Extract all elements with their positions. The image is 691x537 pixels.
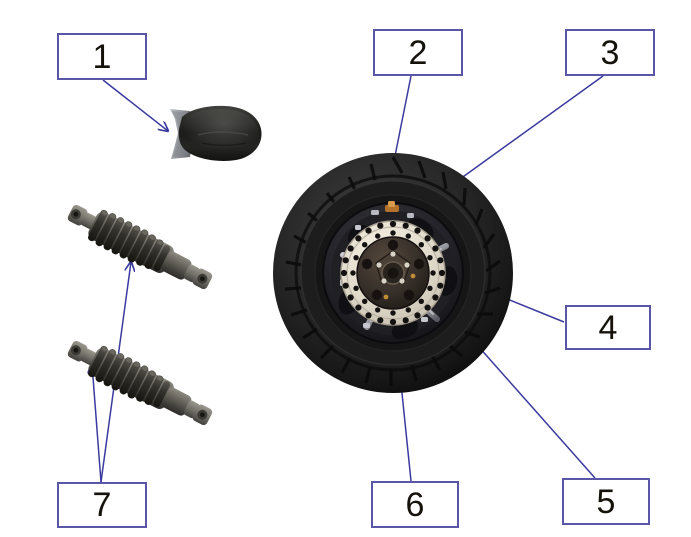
callout-box-6[interactable]: 6 — [371, 481, 459, 528]
leader-line-1 — [102, 79, 168, 131]
callout-label-3: 3 — [600, 33, 620, 72]
callout-label-4: 4 — [598, 308, 618, 347]
callout-label-5: 5 — [596, 482, 616, 521]
callout-label-1: 1 — [92, 37, 112, 76]
leader-line-2 — [393, 75, 412, 166]
leader-line-7b — [92, 364, 102, 483]
callout-box-4[interactable]: 4 — [565, 305, 651, 350]
valve-stem-detail — [385, 201, 399, 212]
callout-label-6: 6 — [405, 485, 425, 524]
part-shock-absorber-upper — [56, 192, 224, 302]
callout-box-3[interactable]: 3 — [565, 29, 655, 76]
callout-label-2: 2 — [408, 33, 428, 72]
part-wheel-assembly — [271, 151, 515, 395]
callout-label-7: 7 — [92, 486, 112, 524]
callout-box-7[interactable]: 7 — [57, 482, 147, 528]
callout-box-2[interactable]: 2 — [373, 29, 463, 76]
callout-box-1[interactable]: 1 — [57, 33, 147, 80]
part-mudguard — [168, 101, 264, 165]
part-shock-absorber-lower — [56, 328, 224, 438]
callout-box-5[interactable]: 5 — [562, 478, 650, 525]
